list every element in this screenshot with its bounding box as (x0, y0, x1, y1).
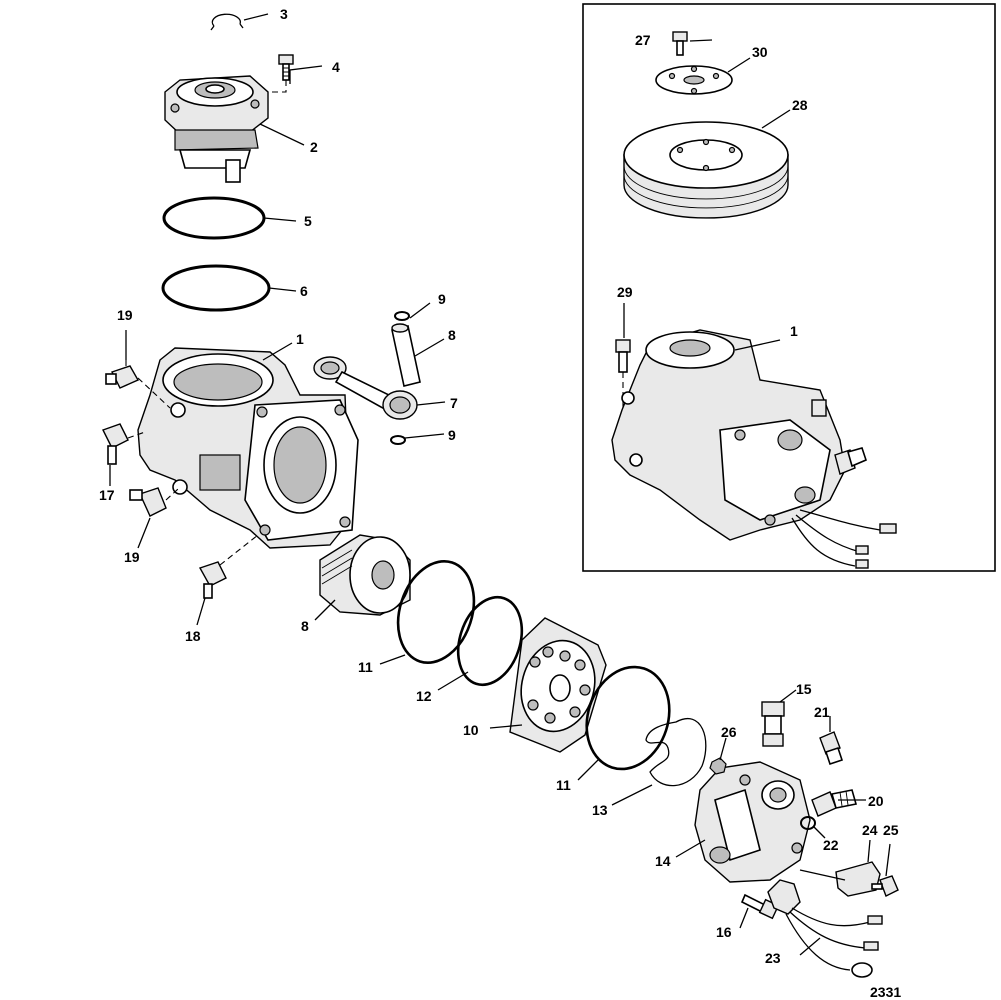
callout-11: 11 (358, 659, 373, 675)
callout-13: 13 (592, 802, 608, 818)
part-13-reed-clip (645, 718, 707, 787)
figure-number: 2331 (870, 984, 901, 1000)
part-1-compressor-body (137, 347, 359, 549)
callout-8-pin: 8 (448, 327, 456, 343)
callout-18: 18 (185, 628, 201, 644)
callout-3: 3 (280, 6, 288, 22)
callout-11-second: 11 (556, 777, 571, 793)
part-4-screw (268, 54, 294, 93)
part-21-fitting (819, 731, 844, 766)
part-15-fitting (761, 701, 785, 747)
inset-frame (582, 3, 996, 572)
callout-9-lower: 9 (448, 427, 456, 443)
callout-29: 29 (617, 284, 633, 300)
callout-22: 22 (823, 837, 839, 853)
inset-assembled-compressor (611, 329, 897, 569)
part-28-pulley (623, 121, 789, 219)
callout-1: 1 (296, 331, 304, 347)
part-10-valve-plate (509, 617, 607, 753)
callout-20: 20 (868, 793, 884, 809)
part-12-ring (456, 595, 524, 687)
callout-30: 30 (752, 44, 768, 60)
part-19-elbow-fitting-lower (129, 487, 167, 517)
callout-9-upper: 9 (438, 291, 446, 307)
part-30-washer (655, 65, 733, 95)
leader-lines (109, 13, 891, 956)
part-2-bearing-housing (164, 75, 269, 183)
part-14-end-housing (694, 761, 811, 883)
callout-19-lower: 19 (124, 549, 140, 565)
part-27-screw (672, 31, 688, 56)
part-18-elbow-fitting (198, 561, 227, 599)
callout-27: 27 (635, 32, 651, 48)
part-23-wire-harness (767, 879, 883, 978)
part-19-elbow-fitting-upper (105, 365, 139, 389)
callout-25: 25 (883, 822, 899, 838)
callout-19-upper: 19 (117, 307, 133, 323)
callout-23: 23 (765, 950, 781, 966)
callout-5: 5 (304, 213, 312, 229)
assembly-line (127, 431, 146, 439)
part-11-ring (396, 560, 476, 664)
part-24-bracket (835, 861, 881, 897)
part-11-ring-second (585, 665, 671, 771)
part-8-wrist-pin (391, 323, 421, 387)
callout-8-piston: 8 (301, 618, 309, 634)
part-5-o-ring (162, 196, 266, 240)
part-25-bolt (871, 875, 899, 897)
part-26-nut (709, 757, 727, 775)
part-9-clip-lower (390, 435, 406, 445)
callout-labels: 3 4 2 5 6 1 19 17 19 18 9 8 7 9 8 11 12 … (99, 6, 901, 1000)
part-3-snap-ring (210, 13, 244, 31)
callout-7: 7 (450, 395, 458, 411)
part-17-elbow-fitting (102, 423, 129, 465)
part-20-sensor (811, 789, 858, 817)
callout-10: 10 (463, 722, 479, 738)
callout-26: 26 (721, 724, 737, 740)
callout-12: 12 (416, 688, 432, 704)
callout-14: 14 (655, 853, 671, 869)
callout-28: 28 (792, 97, 808, 113)
assembly-line (165, 488, 179, 501)
part-22-o-ring (800, 816, 816, 830)
callout-17: 17 (99, 487, 115, 503)
callout-24: 24 (862, 822, 878, 838)
part-7-connecting-rod (313, 356, 418, 420)
callout-6: 6 (300, 283, 308, 299)
callout-1-inset: 1 (790, 323, 798, 339)
assembly-line (219, 534, 259, 566)
callout-4: 4 (332, 59, 340, 75)
callout-16: 16 (716, 924, 732, 940)
part-8-piston (319, 534, 411, 616)
callout-2: 2 (310, 139, 318, 155)
part-9-clip-upper (394, 311, 410, 321)
assembly-line (137, 377, 171, 409)
callout-15: 15 (796, 681, 812, 697)
callout-21: 21 (814, 704, 830, 720)
part-6-o-ring (161, 264, 271, 312)
